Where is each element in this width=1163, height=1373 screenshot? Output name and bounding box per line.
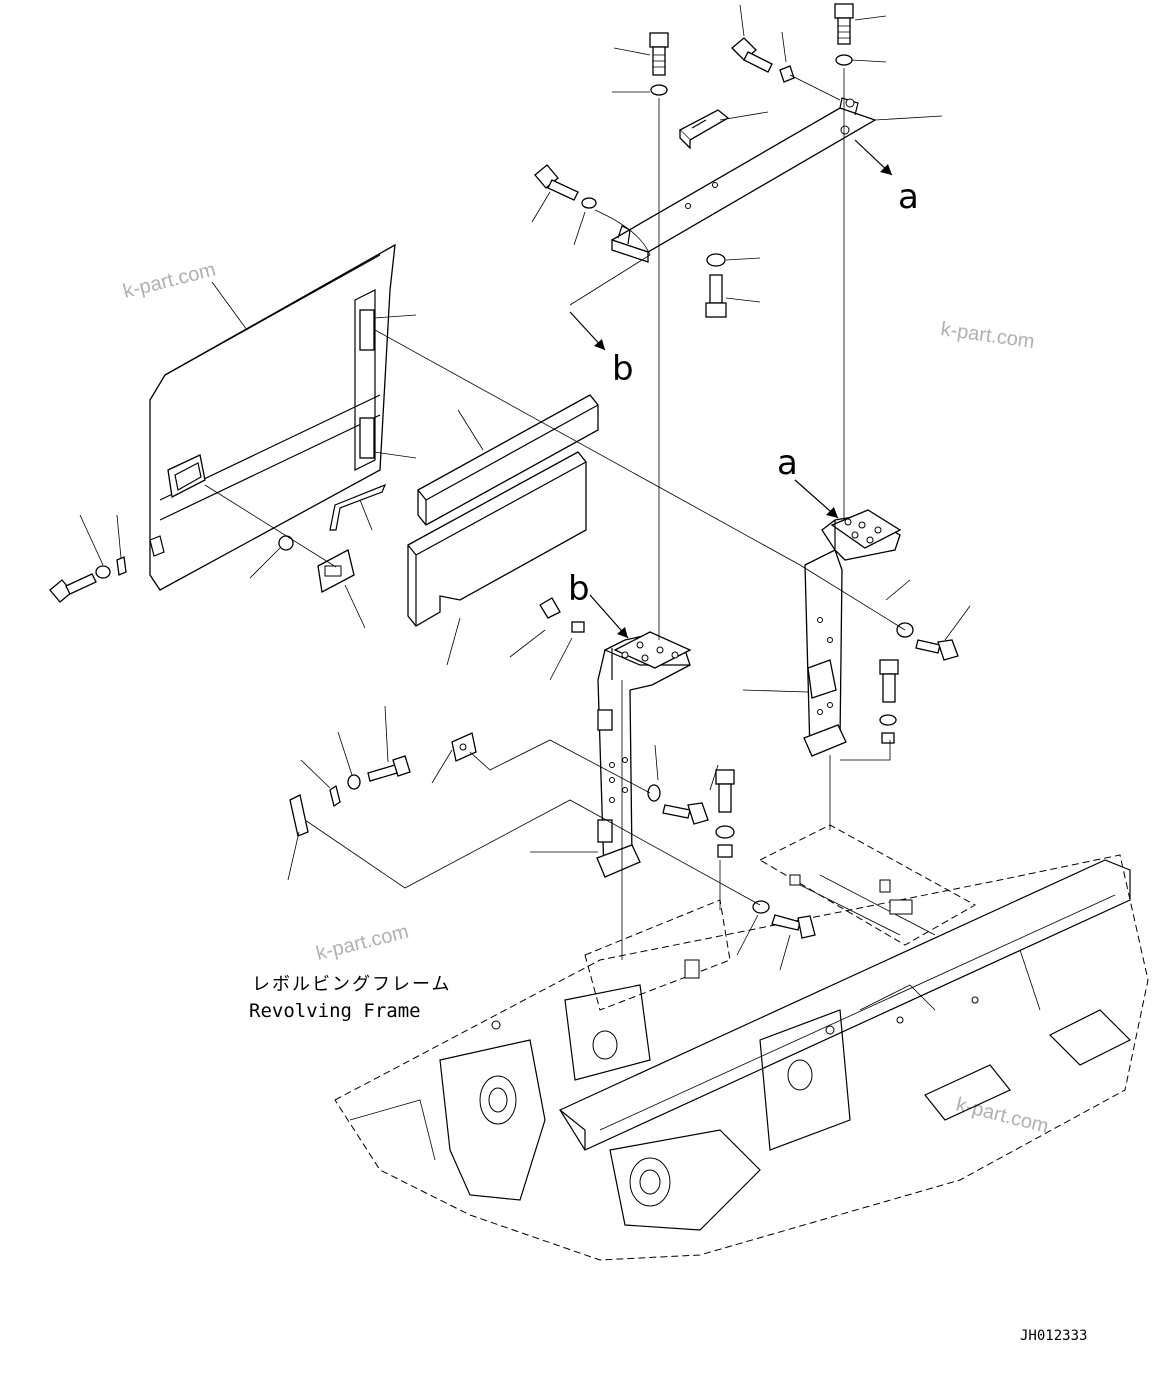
clip: [289, 794, 309, 837]
insulation-pad-upper: [417, 394, 599, 526]
bolt: [834, 3, 854, 45]
bolt: [662, 802, 709, 825]
bolt: [715, 769, 735, 813]
latch-plate: [317, 549, 355, 594]
watermark: k-part.com: [939, 318, 1036, 353]
nut: [717, 844, 733, 858]
bolt: [731, 37, 773, 73]
bolt: [49, 573, 97, 603]
clamp-plate: [451, 732, 477, 762]
reference-lines: [204, 68, 906, 960]
bolt: [367, 755, 411, 782]
washer: [752, 900, 770, 914]
reference-letter-b: b: [568, 569, 590, 609]
frame-label-japanese: レボルビングフレーム: [252, 974, 451, 995]
bolt: [915, 639, 959, 661]
washer: [650, 84, 668, 96]
washer: [715, 825, 735, 839]
bolt: [649, 32, 669, 76]
right-support-post: [803, 509, 902, 757]
washer: [647, 784, 661, 802]
bolt: [539, 597, 561, 619]
washer: [706, 253, 726, 267]
clip: [116, 556, 127, 576]
clip: [329, 784, 341, 808]
watermark: k-part.com: [954, 1094, 1051, 1138]
bolt: [534, 164, 579, 201]
frame-label-english: Revolving Frame: [249, 1000, 421, 1022]
reference-letter-b: b: [612, 349, 634, 389]
leader-lines: [79, 4, 971, 971]
washer: [347, 774, 361, 790]
bolt: [771, 914, 816, 939]
nut: [571, 621, 585, 633]
washer: [95, 565, 111, 579]
bolt: [879, 659, 899, 703]
watermark: k-part.com: [121, 259, 218, 303]
reference-arrows: [569, 139, 893, 639]
revolving-frame: [334, 824, 1149, 1261]
nut: [881, 732, 895, 744]
washer: [835, 54, 853, 66]
clip: [779, 65, 795, 83]
grommet: [278, 535, 294, 551]
handle-bracket: [678, 109, 730, 150]
top-cross-bracket: [610, 97, 877, 263]
washer: [879, 714, 897, 726]
retaining-rod: [329, 483, 387, 531]
side-panel: [149, 243, 396, 591]
watermark: k-part.com: [314, 921, 411, 965]
drawing-code: JH012333: [1020, 1328, 1087, 1344]
reference-letter-a: a: [898, 177, 919, 217]
reference-letter-a: a: [777, 443, 798, 483]
bolt: [705, 274, 727, 318]
insulation-pad-lower: [407, 451, 587, 627]
left-support-post: [596, 631, 692, 878]
washer: [581, 197, 597, 209]
